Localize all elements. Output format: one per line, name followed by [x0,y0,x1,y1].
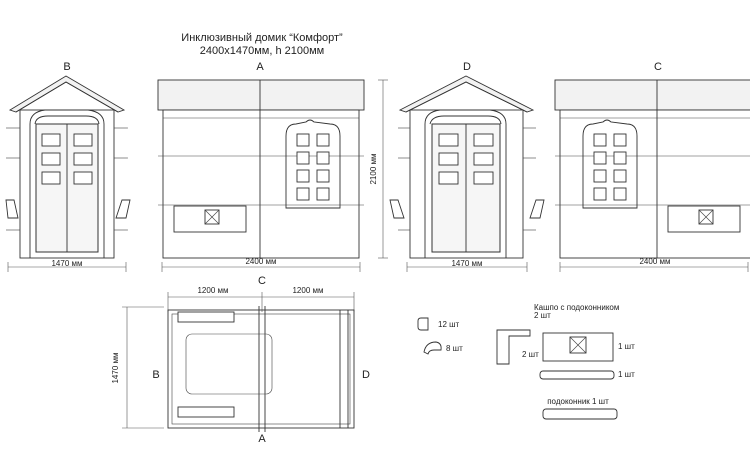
view-b-width-label: 1470 мм [51,259,82,268]
plan-letter-bottom: A [258,433,266,445]
hook-qty: 8 шт [446,344,463,353]
view-d-elevation: D 1470 мм [389,61,545,272]
view-c-letter: C [654,61,662,73]
box-qty: 1 шт [618,342,635,351]
view-b-letter: B [63,61,70,73]
planter-title-1: Кашпо с подоконником [534,303,619,312]
view-d-width-label: 1470 мм [451,259,482,268]
view-b-elevation: B 1470 мм [5,61,131,272]
plan-dim-left: 1200 мм [197,286,228,295]
view-c-elevation: C 2400 мм [554,61,750,272]
sill-part [542,408,618,420]
clip-part [417,317,429,331]
plan-letter-left: B [152,369,159,381]
floor-plan: C A B D 1200 мм 1200 мм 1470 мм [111,275,370,445]
drawing-title-line1: Инклюзивный домик “Комфорт” [181,32,343,44]
view-c-width-label: 2400 мм [639,257,670,266]
bracket-qty: 2 шт [522,350,539,359]
shelf-part [539,370,615,380]
hook-part [423,341,442,355]
drawing-title-line2: 2400x1470мм, h 2100мм [200,45,324,57]
plan-letter-right: D [362,369,370,381]
planter-title-2: 2 шт [534,311,551,320]
view-a-letter: A [256,61,264,73]
sill-label: подоконник 1 шт [547,397,609,406]
plan-dim-right: 1200 мм [292,286,323,295]
shelf-qty: 1 шт [618,370,635,379]
height-label: 2100 мм [369,153,378,184]
view-d-letter: D [463,61,471,73]
bracket-part [496,329,531,365]
parts-list: 12 шт 8 шт Кашпо с подоконником 2 шт 2 ш… [417,303,635,420]
plan-letter-top: C [258,275,266,287]
view-a-elevation: A 2400 мм 2100 мм [157,61,388,272]
view-a-width-label: 2400 мм [245,257,276,266]
clip-qty: 12 шт [438,320,460,329]
plan-dim-depth: 1470 мм [111,352,120,383]
